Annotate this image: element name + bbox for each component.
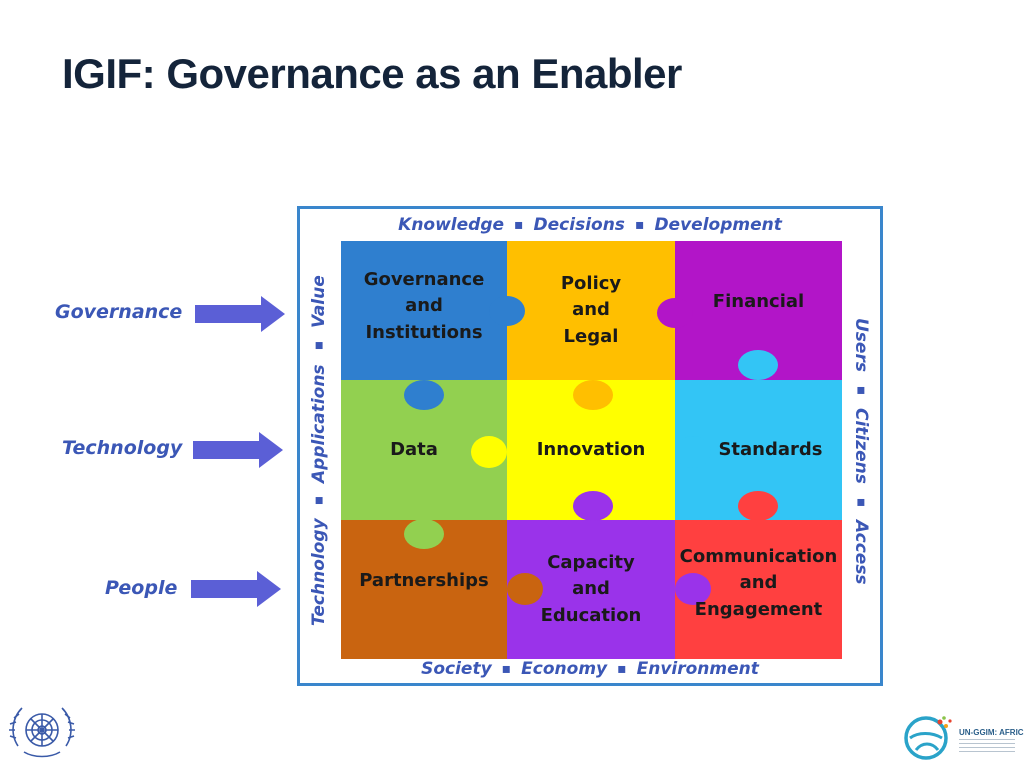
puzzle-knob-capacity-and-education [573, 491, 613, 521]
piece-label-governance-and-institutions: Governance and Institutions [363, 269, 485, 343]
edge-label-citizens: Citizens [851, 407, 871, 484]
frame-left-labels: Technology ▪ Applications ▪ Value [309, 275, 329, 627]
puzzle-knob-standards [675, 436, 711, 468]
edge-label-users: Users [851, 317, 871, 372]
separator-icon: ▪ [311, 338, 327, 355]
puzzle-knob-partnerships [507, 573, 543, 605]
piece-label-financial: Financial [712, 291, 805, 313]
edge-label-knowledge: Knowledge [398, 215, 505, 235]
piece-label-data: Data [390, 438, 438, 460]
arrow-right-icon [195, 296, 285, 332]
edge-label-decisions: Decisions [533, 215, 625, 235]
piece-label-standards: Standards [718, 438, 823, 460]
piece-label-partnerships: Partnerships [359, 570, 489, 592]
edge-label-society: Society [421, 659, 492, 679]
separator-icon: ▪ [853, 493, 869, 510]
piece-label-communication-and-engagement: Communication and Engagement [679, 546, 838, 620]
edge-label-applications: Applications [309, 364, 329, 483]
edge-label-technology: Technology [309, 518, 329, 627]
edge-label-access: Access [851, 519, 871, 585]
pathway-label-technology: Technology [62, 437, 183, 459]
pathway-label-governance: Governance [55, 301, 183, 323]
separator-icon: ▪ [514, 217, 524, 233]
separator-icon: ▪ [634, 217, 645, 233]
puzzle-knob-data [404, 519, 444, 549]
piece-label-policy-and-legal: Policy and Legal [560, 273, 622, 347]
puzzle-pieces [341, 241, 842, 659]
frame-top-labels: Knowledge ▪ Decisions ▪ Development [300, 215, 880, 235]
frame-right-labels: Users ▪ Citizens ▪ Access [851, 275, 871, 627]
puzzle-knob-financial [657, 298, 693, 328]
frame-bottom-labels: Society ▪ Economy ▪ Environment [300, 659, 880, 679]
piece-label-innovation: Innovation [536, 438, 646, 460]
edge-label-economy: Economy [521, 659, 608, 679]
puzzle-knob-policy-and-legal [573, 380, 613, 410]
puzzle-piece-policy-and-legal [507, 241, 675, 380]
separator-icon: ▪ [501, 661, 512, 677]
edge-label-environment: Environment [636, 659, 759, 679]
edge-label-value: Value [309, 275, 329, 329]
puzzle-grid: Governance and Institutions Policy and Le… [341, 241, 842, 659]
puzzle-knob-governance-and-institutions [489, 296, 525, 326]
slide-title: IGIF: Governance as an Enabler [62, 50, 682, 97]
separator-icon: ▪ [311, 492, 327, 509]
arrow-right-icon [191, 571, 281, 607]
edge-label-development: Development [654, 215, 782, 235]
ggim-logo-subtext [959, 739, 1015, 753]
pathway-label-people: People [105, 577, 178, 599]
puzzle-piece-governance-and-institutions [341, 241, 507, 380]
separator-icon: ▪ [617, 661, 627, 677]
puzzle-knob-innovation [471, 436, 507, 468]
puzzle-knob-governance-and-institutions [404, 380, 444, 410]
ggim-logo-text: UN-GGIM: AFRICA [959, 728, 1024, 737]
puzzle-knob-standards [738, 350, 778, 380]
un-emblem-logo [9, 707, 75, 758]
puzzle-knob-capacity-and-education [675, 573, 711, 605]
un-ggim-africa-logo: UN-GGIM: AFRICA [900, 712, 1024, 762]
arrow-right-icon [193, 432, 283, 468]
piece-label-capacity-and-education: Capacity and Education [540, 552, 642, 626]
puzzle-knob-communication-and-engagement [738, 491, 778, 521]
separator-icon: ▪ [853, 381, 869, 398]
ggim-globe-icon [904, 716, 952, 760]
